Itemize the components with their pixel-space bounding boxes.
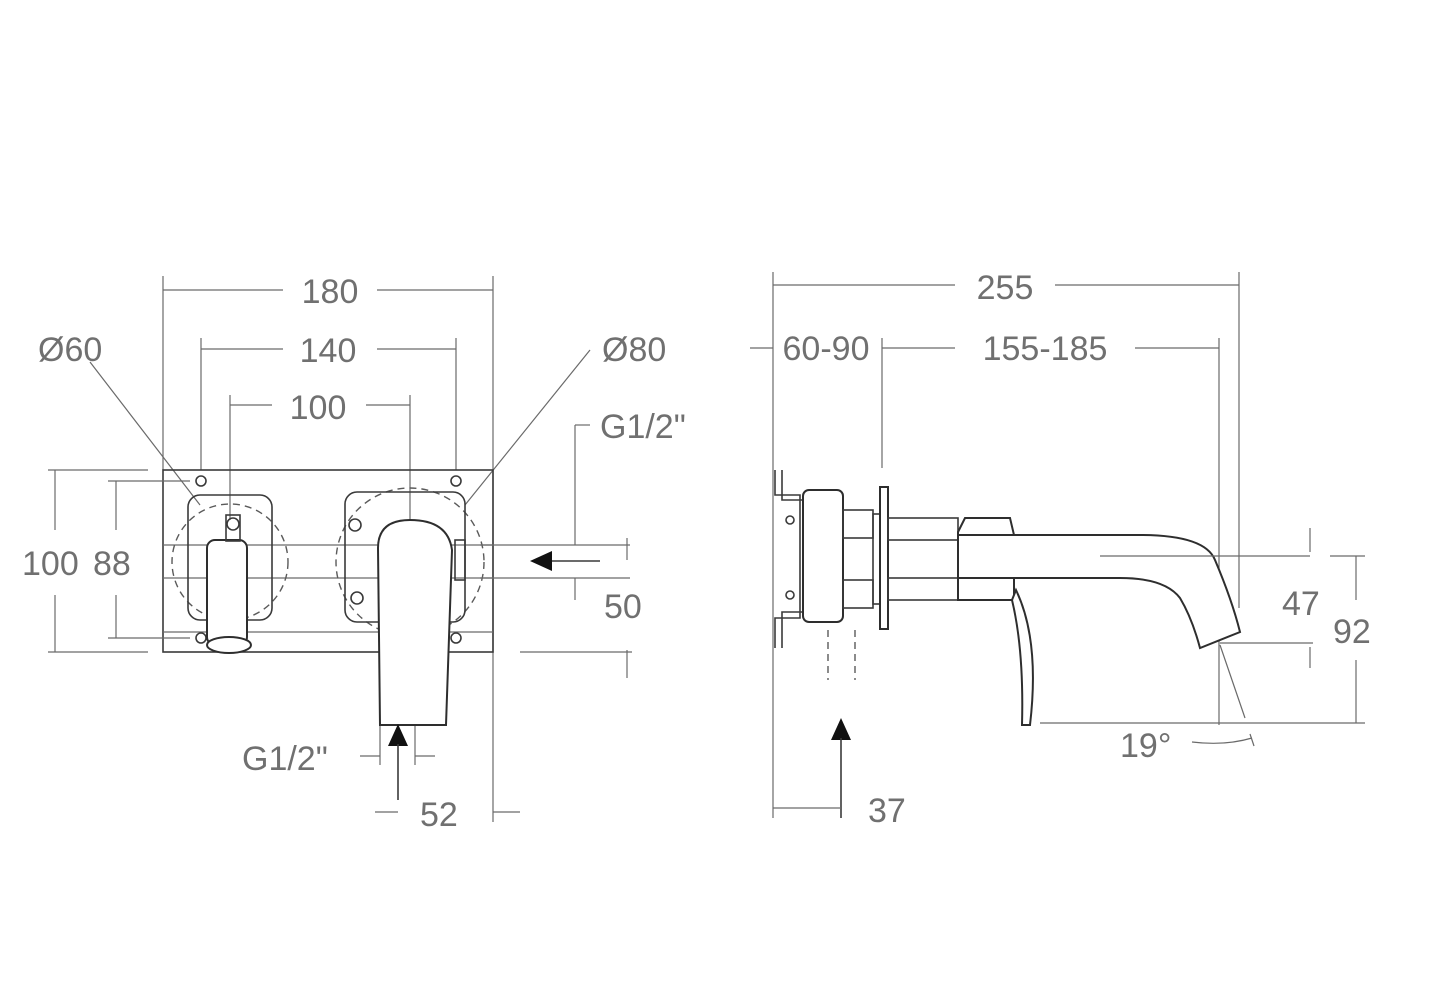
mixer-body-side xyxy=(802,489,844,623)
inlet-height-label: 50 xyxy=(604,588,642,626)
width-holes-label: 140 xyxy=(300,332,357,370)
side-bottom-inlet-arrow xyxy=(831,718,851,740)
spout-height-label: 47 xyxy=(1282,585,1320,623)
axis-distance-label: 100 xyxy=(290,389,347,427)
dim-180: 180 xyxy=(163,273,493,311)
spout-side xyxy=(957,534,1242,650)
wall-plate-side xyxy=(879,486,889,630)
dim-projection: 155-185 xyxy=(882,330,1219,368)
height-holes-label: 88 xyxy=(93,545,131,583)
lever-handle-side xyxy=(1010,587,1034,726)
spout-front xyxy=(206,539,248,646)
diameter-60-label: Ø60 xyxy=(38,331,102,369)
front-view: 180 140 100 Ø60 Ø80 xyxy=(22,273,686,834)
lever-handle-front xyxy=(376,518,454,726)
length-total-label: 255 xyxy=(977,269,1034,307)
height-total-label: 100 xyxy=(22,545,79,583)
mounting-plate xyxy=(162,469,494,653)
dim-100: 100 xyxy=(230,389,410,427)
inlet-offset-label: 52 xyxy=(420,796,458,834)
dim-100-height: 100 xyxy=(22,469,148,653)
inlet-depth-label: 37 xyxy=(868,792,906,830)
diameter-80-label: Ø80 xyxy=(602,331,666,369)
dim-88-height: 88 xyxy=(93,480,190,639)
dim-140: 140 xyxy=(201,332,456,370)
side-view: 255 60-90 155-185 xyxy=(750,269,1371,830)
width-total-label: 180 xyxy=(302,273,359,311)
wall-depth-label: 60-90 xyxy=(783,330,870,368)
bottom-inlet-thread-label: G1/2" xyxy=(242,740,328,778)
bottom-inlet-arrow xyxy=(388,724,408,746)
dim-255: 255 xyxy=(773,269,1239,307)
angle-label: 19° xyxy=(1120,727,1171,765)
side-inlet-thread-label: G1/2" xyxy=(600,408,686,446)
total-height-label: 92 xyxy=(1333,613,1371,651)
projection-label: 155-185 xyxy=(983,330,1108,368)
side-inlet-arrow xyxy=(530,551,552,571)
dim-wall-depth: 60-90 xyxy=(750,330,869,368)
rosette-80 xyxy=(335,487,485,637)
wall-bracket xyxy=(774,470,801,648)
